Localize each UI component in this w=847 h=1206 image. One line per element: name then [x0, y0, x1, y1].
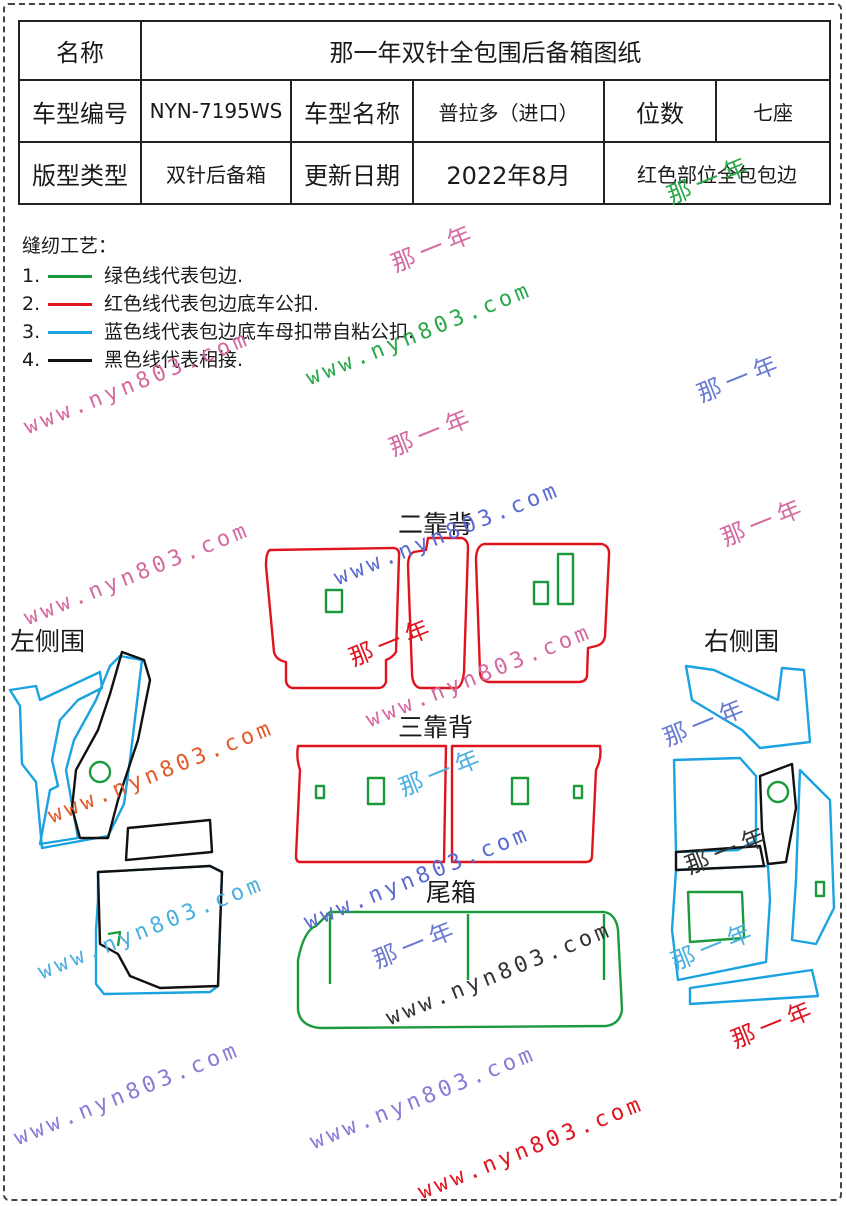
right-side-joiner: [674, 844, 766, 872]
second-row-right-clip-b: [556, 552, 575, 606]
date-label: 更新日期: [290, 141, 414, 205]
second-row-left-panel: [264, 546, 401, 690]
left-side-strip: [124, 818, 214, 862]
second-row-right-panel: [474, 542, 611, 684]
type-value: 双针后备箱: [140, 141, 292, 205]
legend-item: 1. 绿色线代表包边.: [22, 265, 244, 287]
name-label: 名称: [18, 20, 142, 81]
third-row-left-clip-b: [366, 776, 386, 806]
legend-title: 缝纫工艺：: [22, 235, 118, 257]
page-border: [3, 3, 842, 1201]
model-no-label: 车型编号: [18, 79, 142, 143]
second-row-label: 二靠背: [398, 510, 474, 539]
right-side-bottom-strip: [688, 968, 820, 1006]
trunk-label: 尾箱: [426, 878, 477, 907]
note-value: 红色部位全包包边: [602, 141, 832, 205]
right-side-lower-panel: [670, 864, 772, 982]
drawing-name: 那一年双针全包围后备箱图纸: [139, 20, 832, 81]
third-row-right-clip-a: [510, 776, 530, 806]
third-row-label: 三靠背: [398, 713, 474, 742]
model-name-value: 普拉多（进口）: [412, 79, 605, 143]
third-row-right-panel: [450, 744, 602, 864]
right-side-pillar: [758, 762, 798, 866]
right-side-upper-panel: [684, 664, 812, 750]
red-line-swatch: [48, 302, 92, 306]
right-side-lower-inner: [686, 890, 746, 944]
sewing-legend: 缝纫工艺： 1. 绿色线代表包边. 2. 红色线代表包边底车公扣. 3. 蓝色线…: [22, 232, 414, 374]
right-side-strip: [790, 768, 836, 946]
left-side-label: 左侧围: [10, 627, 86, 656]
right-side-vent: [766, 780, 790, 804]
third-row-left-clip-a: [314, 784, 326, 800]
legend-item: 2. 红色线代表包边底车公扣.: [22, 293, 320, 315]
second-row-middle-panel: [406, 536, 470, 690]
second-row-right-clip-a: [532, 580, 550, 606]
type-label: 版型类型: [18, 141, 142, 205]
blue-line-swatch: [48, 330, 92, 334]
left-side-lower-mark: [107, 930, 122, 947]
trunk-floor: [296, 910, 624, 1030]
left-side-vent: [88, 760, 112, 784]
date-value: 2022年8月: [412, 141, 605, 205]
model-no-value: NYN-7195WS: [140, 79, 292, 143]
right-side-clip: [814, 880, 826, 898]
black-line-swatch: [48, 358, 92, 362]
legend-item: 4. 黑色线代表相接.: [22, 349, 244, 371]
third-row-right-clip-b: [572, 784, 584, 800]
left-side-upper-panel: [8, 654, 144, 850]
second-row-left-clip: [324, 588, 344, 614]
left-side-pillar: [70, 650, 152, 840]
seats-value: 七座: [714, 79, 832, 143]
third-row-left-panel: [294, 744, 448, 864]
green-line-swatch: [48, 274, 92, 278]
left-side-lower-inner: [96, 864, 224, 990]
seats-label: 位数: [603, 79, 717, 143]
spec-table: 名称 那一年双针全包围后备箱图纸 车型编号 NYN-7195WS 车型名称 普拉…: [18, 20, 832, 205]
right-side-label: 右侧围: [704, 627, 780, 656]
legend-item: 3. 蓝色线代表包边底车母扣带自粘公扣.: [22, 321, 415, 343]
model-name-label: 车型名称: [290, 79, 414, 143]
